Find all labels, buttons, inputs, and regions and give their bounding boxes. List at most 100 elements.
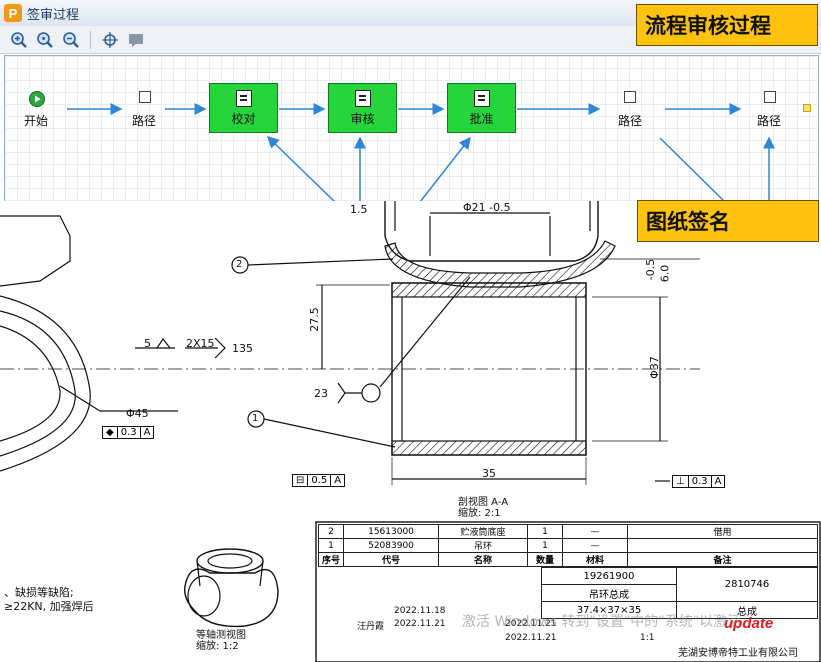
workflow-arrows xyxy=(67,103,775,202)
iso-scale: 缩放: 1:2 xyxy=(196,641,239,652)
signer-name: 汪丹霞 xyxy=(357,622,385,632)
document-edit-icon xyxy=(473,89,490,107)
title-info-table: 19261900 2810746 吊环总成 37.4×37×35 总成 xyxy=(541,567,818,619)
route-node-3-label: 路径 xyxy=(756,114,782,128)
hdr-no: 序号 xyxy=(318,552,344,567)
part-type: 总成 xyxy=(676,601,818,619)
bom-no: 1 xyxy=(318,538,344,553)
step-proofread-label: 校对 xyxy=(231,111,256,126)
end-node-marker xyxy=(803,104,811,112)
dim-phi37: Φ37 xyxy=(647,356,661,379)
hdr-material: 材料 xyxy=(562,552,628,567)
sign-date-4: 2022.11.21 xyxy=(505,633,557,643)
play-icon xyxy=(35,95,41,103)
dim-23: 23 xyxy=(314,387,328,400)
fit-icon[interactable] xyxy=(99,29,121,51)
bom-material: — xyxy=(562,524,628,539)
dim-35: 35 xyxy=(482,467,496,480)
start-node[interactable] xyxy=(29,91,45,107)
bom-remark: 借用 xyxy=(627,524,818,539)
bom-name: 吊环 xyxy=(438,538,528,553)
dim-1-5: 1.5 xyxy=(350,203,368,216)
tol1-value: 0.3 xyxy=(116,427,140,438)
bom-table: 2 15613000 贮液筒底座 1 — 借用 1 52083900 吊环 1 … xyxy=(318,524,818,567)
tol2-datum: A xyxy=(330,475,344,486)
tolerance-frame-2: ⊟ 0.5 A xyxy=(292,474,346,487)
comment-icon[interactable] xyxy=(125,29,147,51)
document-edit-icon xyxy=(235,89,252,107)
dim-27-5: 27.5 xyxy=(307,307,321,332)
dim-5: 5 xyxy=(144,337,151,350)
hdr-code: 代号 xyxy=(343,552,439,567)
zoom-out-icon[interactable] xyxy=(60,29,82,51)
sign-date-3: 2022.11.21 xyxy=(505,619,557,629)
tol3-datum: A xyxy=(710,476,725,487)
bom-no: 2 xyxy=(318,524,344,539)
window-title: 签审过程 xyxy=(27,7,80,23)
scale-ratio: 1:1 xyxy=(640,633,655,643)
start-node-label: 开始 xyxy=(23,114,49,128)
dim-minus05: -0.5 xyxy=(644,258,658,281)
engineering-drawing: 1.5 Φ21 -0.5 -0.5 6.0 27.5 Φ37 35 Φ45 5 … xyxy=(0,201,821,662)
callout-process: 流程审核过程 xyxy=(636,4,818,46)
iso-title: 等轴测视图 xyxy=(196,630,246,641)
tol3-value: 0.3 xyxy=(687,476,711,487)
tol2-value: 0.5 xyxy=(307,475,330,486)
route-node-2-label: 路径 xyxy=(617,114,643,128)
dim-6-0: 6.0 xyxy=(658,264,672,283)
company-name: 芜湖安博帝特工业有限公司 xyxy=(678,648,798,659)
step-approve[interactable]: 批准 xyxy=(447,83,516,133)
step-review-label: 审核 xyxy=(350,111,375,126)
app-logo-icon: P xyxy=(4,4,22,22)
tech-note-2: ≥22KN, 加强焊后 xyxy=(4,600,94,613)
zoom-in-icon[interactable] xyxy=(8,29,30,51)
balloon-1: 1 xyxy=(252,413,259,424)
tolerance-frame-1: ◆ 0.3 A xyxy=(102,426,155,439)
tol1-symbol: ◆ xyxy=(106,427,114,438)
hdr-qty: 数量 xyxy=(527,552,563,567)
route-node-1-label: 路径 xyxy=(131,114,157,128)
section-title: 剖视图 A-A xyxy=(458,497,509,508)
bom-header: 序号 代号 名称 数量 材料 备注 xyxy=(318,552,818,567)
bom-material: — xyxy=(562,538,628,553)
callout-drawing: 图纸签名 xyxy=(637,200,819,242)
windows-activation-watermark: 激活 Windows 转到"设置"中的"系统"以激活 xyxy=(462,614,742,630)
step-review[interactable]: 审核 xyxy=(328,83,397,133)
document-edit-icon xyxy=(354,89,371,107)
bom-row: 1 52083900 吊环 1 — xyxy=(318,538,818,553)
tolerance-frame-3: ⊥ 0.3 A xyxy=(672,475,726,488)
section-scale: 缩放: 2:1 xyxy=(458,508,501,519)
part-name: 吊环总成 xyxy=(541,584,677,602)
route-node-2[interactable] xyxy=(624,91,636,103)
sign-date-2: 2022.11.21 xyxy=(394,619,446,629)
workflow-canvas[interactable]: 开始 路径 校对 审核 批准 路径 路径 xyxy=(4,55,819,203)
bom-qty: 1 xyxy=(527,524,563,539)
step-proofread[interactable]: 校对 xyxy=(209,83,278,133)
route-node-3[interactable] xyxy=(764,91,776,103)
bom-remark xyxy=(627,538,818,553)
tol1-datum: A xyxy=(139,427,154,438)
tol3-symbol: ⊥ xyxy=(676,476,685,487)
sign-date-1: 2022.11.18 xyxy=(394,606,446,616)
hdr-name: 名称 xyxy=(438,552,528,567)
bom-name: 贮液筒底座 xyxy=(438,524,528,539)
tech-note-1: 、缺损等缺陷; xyxy=(4,586,74,599)
drawing-number: 19261900 xyxy=(541,567,677,585)
dim-135: 135 xyxy=(232,342,253,355)
balloon-2: 2 xyxy=(236,259,243,270)
hdr-remark: 备注 xyxy=(627,552,818,567)
assembly-number: 2810746 xyxy=(676,567,818,602)
drawing-lines xyxy=(0,201,821,662)
bom-row: 2 15613000 贮液筒底座 1 — 借用 xyxy=(318,524,818,539)
route-node-1[interactable] xyxy=(139,91,151,103)
toolbar-separator xyxy=(90,30,91,49)
tol2-symbol: ⊟ xyxy=(296,475,305,486)
bom-code: 15613000 xyxy=(343,524,439,539)
dim-phi21: Φ21 -0.5 xyxy=(463,201,511,214)
bom-qty: 1 xyxy=(527,538,563,553)
dim-phi45: Φ45 xyxy=(126,407,149,420)
zoom-actual-icon[interactable] xyxy=(34,29,56,51)
dim-2x15: 2X15 xyxy=(186,337,215,350)
step-approve-label: 批准 xyxy=(469,111,494,126)
company-logo: update xyxy=(724,615,774,632)
